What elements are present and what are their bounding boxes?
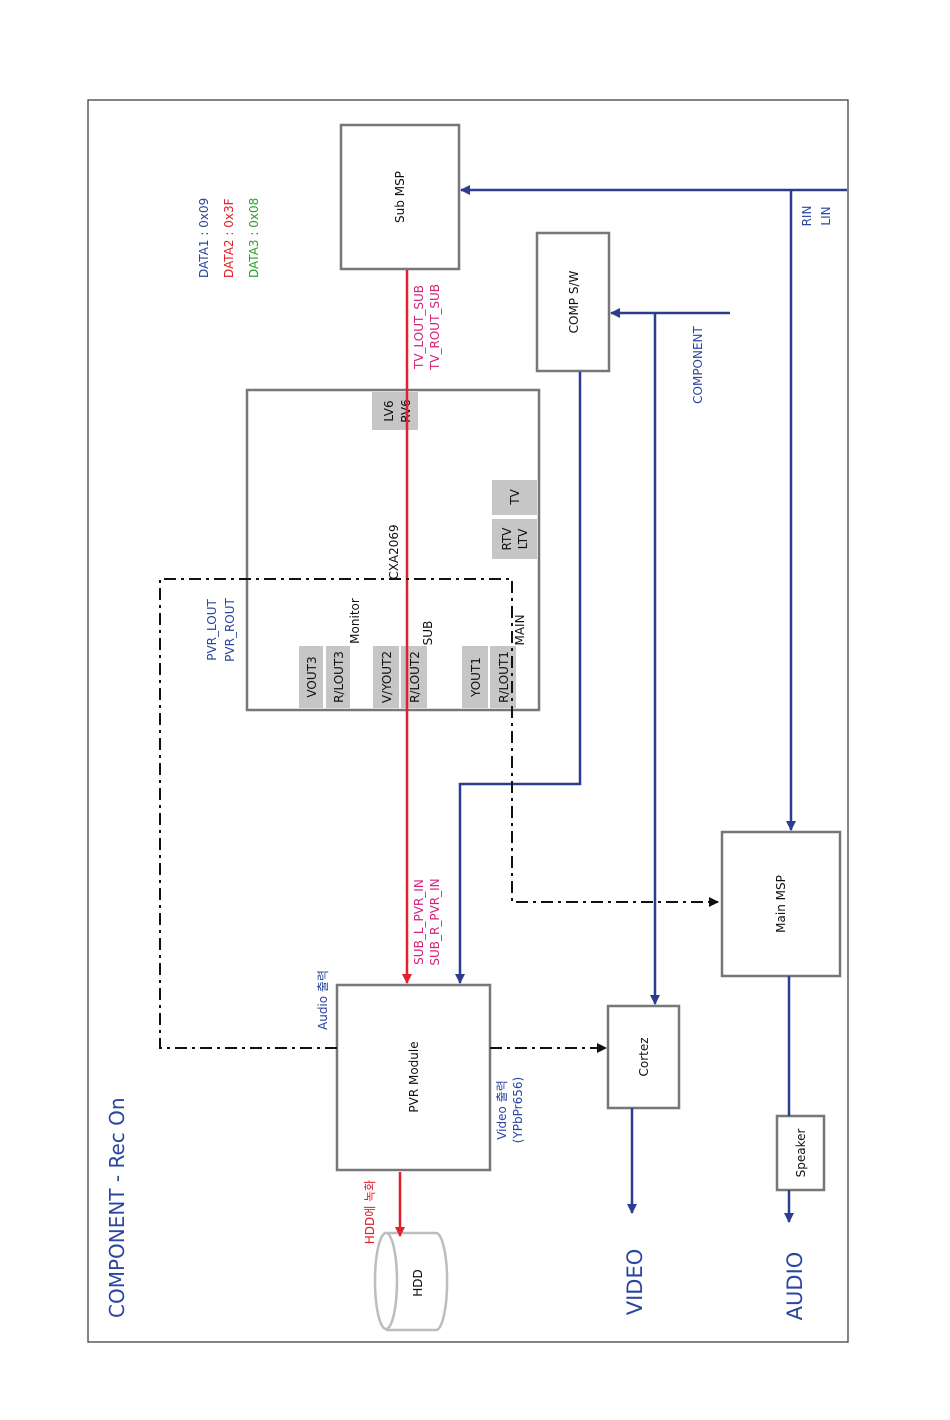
cortez-block: [606, 1004, 681, 1110]
label-tv-lout-sub: TV_LOUT_SUB: [412, 285, 426, 370]
label-sub-r-pvr-in: SUB_R_PVR_IN: [428, 878, 442, 965]
label-video-out: Video 출력: [495, 1080, 509, 1140]
label-monitor: Monitor: [348, 598, 362, 644]
legend-data1: DATA1 : 0x09: [197, 198, 211, 278]
chip-yout1-label: YOUT1: [469, 657, 483, 698]
main-msp-label: Main MSP: [774, 875, 788, 933]
label-sub-l-pvr-in: SUB_L_PVR_IN: [412, 879, 426, 965]
chip-vyout2: [373, 646, 399, 708]
label-lin: LIN: [819, 206, 833, 225]
chip-tv-label: TV: [508, 488, 522, 505]
chip-vout3: [299, 646, 323, 708]
chip-rlout2-label: R/LOUT2: [408, 651, 422, 703]
legend-data2: DATA2 : 0x3F: [222, 198, 236, 278]
speaker-block: [775, 1114, 826, 1192]
label-main: MAIN: [513, 614, 527, 645]
label-hdd-rec: HDD에 녹화: [363, 1180, 377, 1244]
label-pvr-rout: PVR_ROUT: [223, 597, 237, 661]
hdd-cylinder-icon: [373, 1231, 449, 1332]
label-tv-rout-sub: TV_ROUT_SUB: [428, 284, 442, 371]
comp-sw-label: COMP S/W: [567, 270, 581, 333]
label-sub: SUB: [421, 621, 435, 646]
comp-sw-to-pvr-line: [455, 372, 582, 984]
chip-lv6: LV6: [382, 400, 396, 421]
chip-rlout2: [401, 646, 427, 708]
label-audio: AUDIO: [783, 1252, 807, 1321]
sub-msp-label: Sub MSP: [393, 171, 407, 223]
label-video-format: (YPbPr656): [511, 1077, 525, 1143]
chip-vyout2-label: V/YOUT2: [380, 651, 394, 703]
chip-lv6-rv6: [372, 392, 418, 430]
page-title: COMPONENT - Rec On: [105, 1097, 129, 1318]
chip-rlout1-label: R/LOUT1: [497, 651, 511, 703]
speaker-label: Speaker: [794, 1129, 808, 1178]
sub-msp-block: [339, 123, 461, 271]
chip-rlout3-label: R/LOUT3: [332, 651, 346, 703]
cortez-label: Cortez: [637, 1037, 651, 1076]
chip-yout1: [462, 646, 488, 708]
hdd-label: HDD: [411, 1269, 425, 1297]
pvr-audio-dashdot-line: [159, 578, 719, 1049]
comp-sw-block: [535, 231, 611, 373]
page-frame: [87, 99, 849, 1343]
chip-tv: [492, 480, 537, 515]
chip-rlout3: [326, 646, 350, 708]
chip-ltv: LTV: [516, 528, 530, 549]
label-component: COMPONENT: [691, 325, 705, 403]
pvr-module-label: PVR Module: [407, 1041, 421, 1112]
label-rin: RIN: [800, 206, 814, 227]
main-msp-block: [720, 830, 842, 978]
label-pvr-lout: PVR_LOUT: [205, 599, 219, 661]
chip-rtv-ltv: [492, 519, 537, 559]
pvr-module-block: [335, 983, 492, 1172]
chip-rtv: RTV: [500, 527, 514, 551]
cxa2069-label: CXA2069: [387, 524, 401, 579]
label-audio-out: Audio 출력: [316, 970, 330, 1030]
legend-data3: DATA3 : 0x08: [247, 198, 261, 278]
label-video: VIDEO: [623, 1249, 647, 1316]
chip-vout3-label: VOUT3: [305, 656, 319, 697]
